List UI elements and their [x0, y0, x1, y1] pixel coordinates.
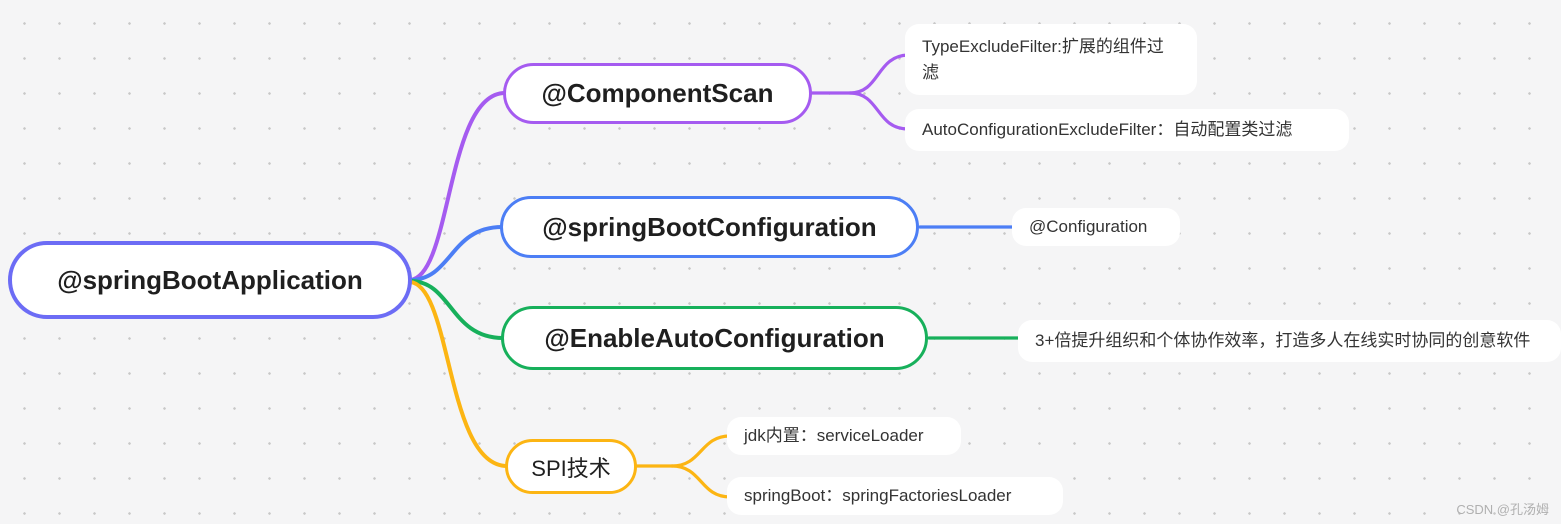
leaf-collaboration-description[interactable]: 3+倍提升组织和个体协作效率，打造多人在线实时协同的创意软件 [1018, 320, 1561, 362]
leaf-configuration-label: @Configuration [1029, 217, 1148, 236]
edge-root-to-component-scan [408, 91, 507, 282]
node-spring-boot-application-label: @springBootApplication [57, 264, 363, 295]
leaf-collaboration-description-label: 3+倍提升组织和个体协作效率，打造多人在线实时协同的创意软件 [1035, 331, 1531, 350]
leaf-spring-factories-loader-label: springBoot：springFactoriesLoader [744, 486, 1012, 505]
edge-spi-to-jdk [670, 434, 732, 468]
leaf-type-exclude-filter-label: TypeExcludeFilter:扩展的组件过滤 [922, 36, 1164, 82]
edge-root-to-spi [408, 280, 509, 468]
node-spring-boot-application[interactable]: @springBootApplication [8, 241, 412, 319]
leaf-autoconfiguration-exclude-filter-label: AutoConfigurationExcludeFilter：自动配置类过滤 [922, 120, 1293, 139]
node-spring-boot-configuration-label: @springBootConfiguration [542, 211, 877, 242]
node-enable-auto-configuration-label: @EnableAutoConfiguration [544, 322, 885, 353]
edge-spi-to-springboot [670, 464, 732, 499]
leaf-jdk-service-loader-label: jdk内置：serviceLoader [744, 426, 924, 445]
leaf-type-exclude-filter[interactable]: TypeExcludeFilter:扩展的组件过滤 [905, 24, 1197, 95]
edge-root-to-spring-boot-configuration [408, 225, 504, 282]
leaf-configuration[interactable]: @Configuration [1012, 208, 1180, 246]
csdn-watermark: CSDN @孔汤姆 [1456, 502, 1549, 517]
node-enable-auto-configuration[interactable]: @EnableAutoConfiguration [501, 306, 928, 370]
node-component-scan[interactable]: @ComponentScan [503, 63, 812, 124]
node-spi-technology-label: SPI技术 [531, 455, 611, 481]
node-spring-boot-configuration[interactable]: @springBootConfiguration [500, 196, 919, 258]
edge-component-scan-to-autoconfig-exclude [848, 91, 910, 131]
node-spi-technology[interactable]: SPI技术 [505, 439, 637, 494]
node-component-scan-label: @ComponentScan [541, 78, 774, 108]
leaf-jdk-service-loader[interactable]: jdk内置：serviceLoader [727, 417, 961, 455]
leaf-autoconfiguration-exclude-filter[interactable]: AutoConfigurationExcludeFilter：自动配置类过滤 [905, 109, 1349, 151]
edge-root-to-enable-auto-configuration [408, 279, 505, 340]
edge-component-scan-to-type-exclude [848, 53, 910, 95]
leaf-spring-factories-loader[interactable]: springBoot：springFactoriesLoader [727, 477, 1063, 515]
